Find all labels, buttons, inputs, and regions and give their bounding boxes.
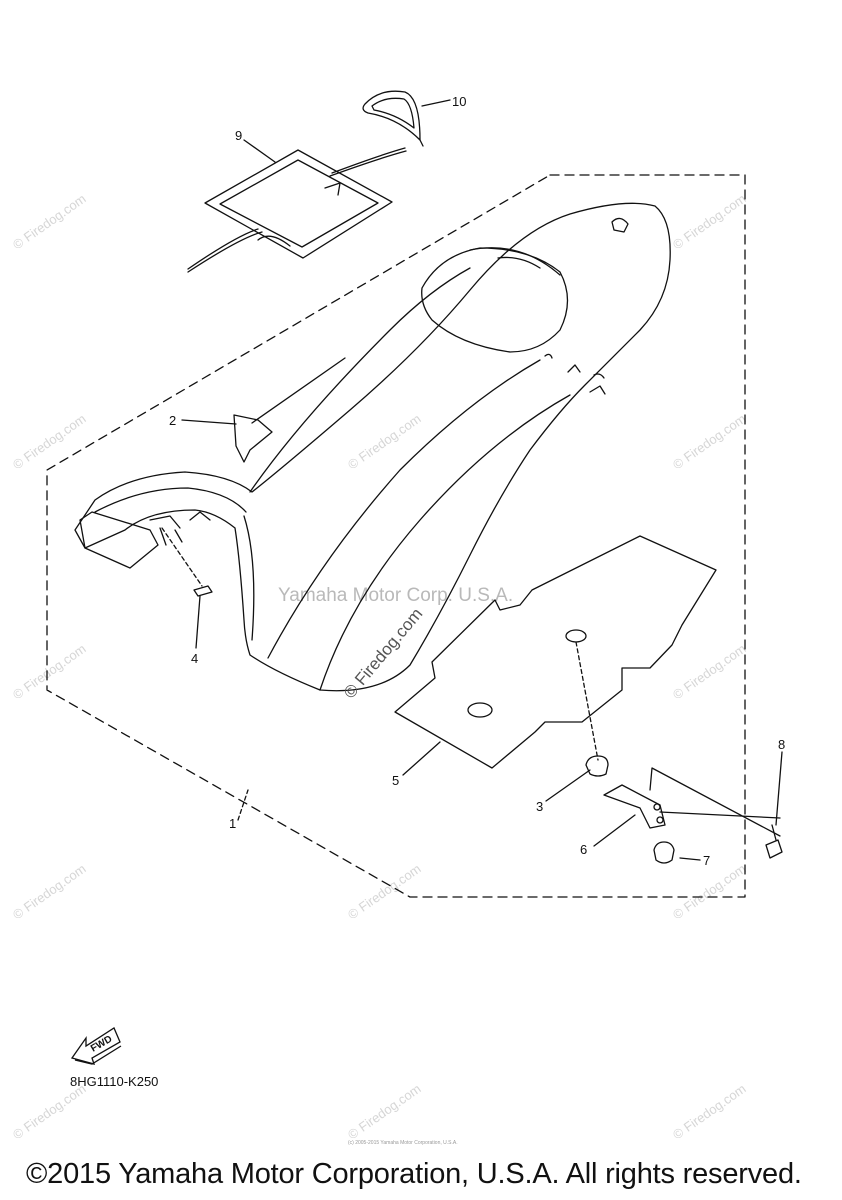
- part-2-label: [233, 414, 273, 463]
- fine-print: (c) 2005-2015 Yamaha Motor Corporation, …: [348, 1140, 458, 1146]
- callout-6: 6: [580, 842, 587, 857]
- callout-1: 1: [229, 816, 236, 831]
- callout-7: 7: [703, 853, 710, 868]
- part-3-grommet: [585, 755, 609, 777]
- part-1-seat: [74, 202, 671, 692]
- callout-2: 2: [169, 413, 176, 428]
- part-7-damper: [653, 841, 675, 864]
- part-8-bolt: [765, 839, 783, 859]
- assembly-boundary: [46, 174, 746, 898]
- part-6-bracket: [603, 784, 666, 829]
- copyright-notice: ©2015 Yamaha Motor Corporation, U.S.A. A…: [26, 1158, 802, 1190]
- part-4-clip: [193, 585, 213, 597]
- fwd-arrow-icon: FWD: [70, 1027, 122, 1065]
- diagram-code: 8HG1110-K250: [70, 1074, 159, 1089]
- part-5-mat: [394, 535, 717, 769]
- callout-9: 9: [235, 128, 242, 143]
- callout-4: 4: [191, 651, 198, 666]
- callout-3: 3: [536, 799, 543, 814]
- part-9-frame: [204, 149, 393, 259]
- callout-5: 5: [392, 773, 399, 788]
- center-watermark: Yamaha Motor Corp. U.S.A.: [278, 585, 514, 606]
- callout-10: 10: [452, 94, 466, 109]
- callout-8: 8: [778, 737, 785, 752]
